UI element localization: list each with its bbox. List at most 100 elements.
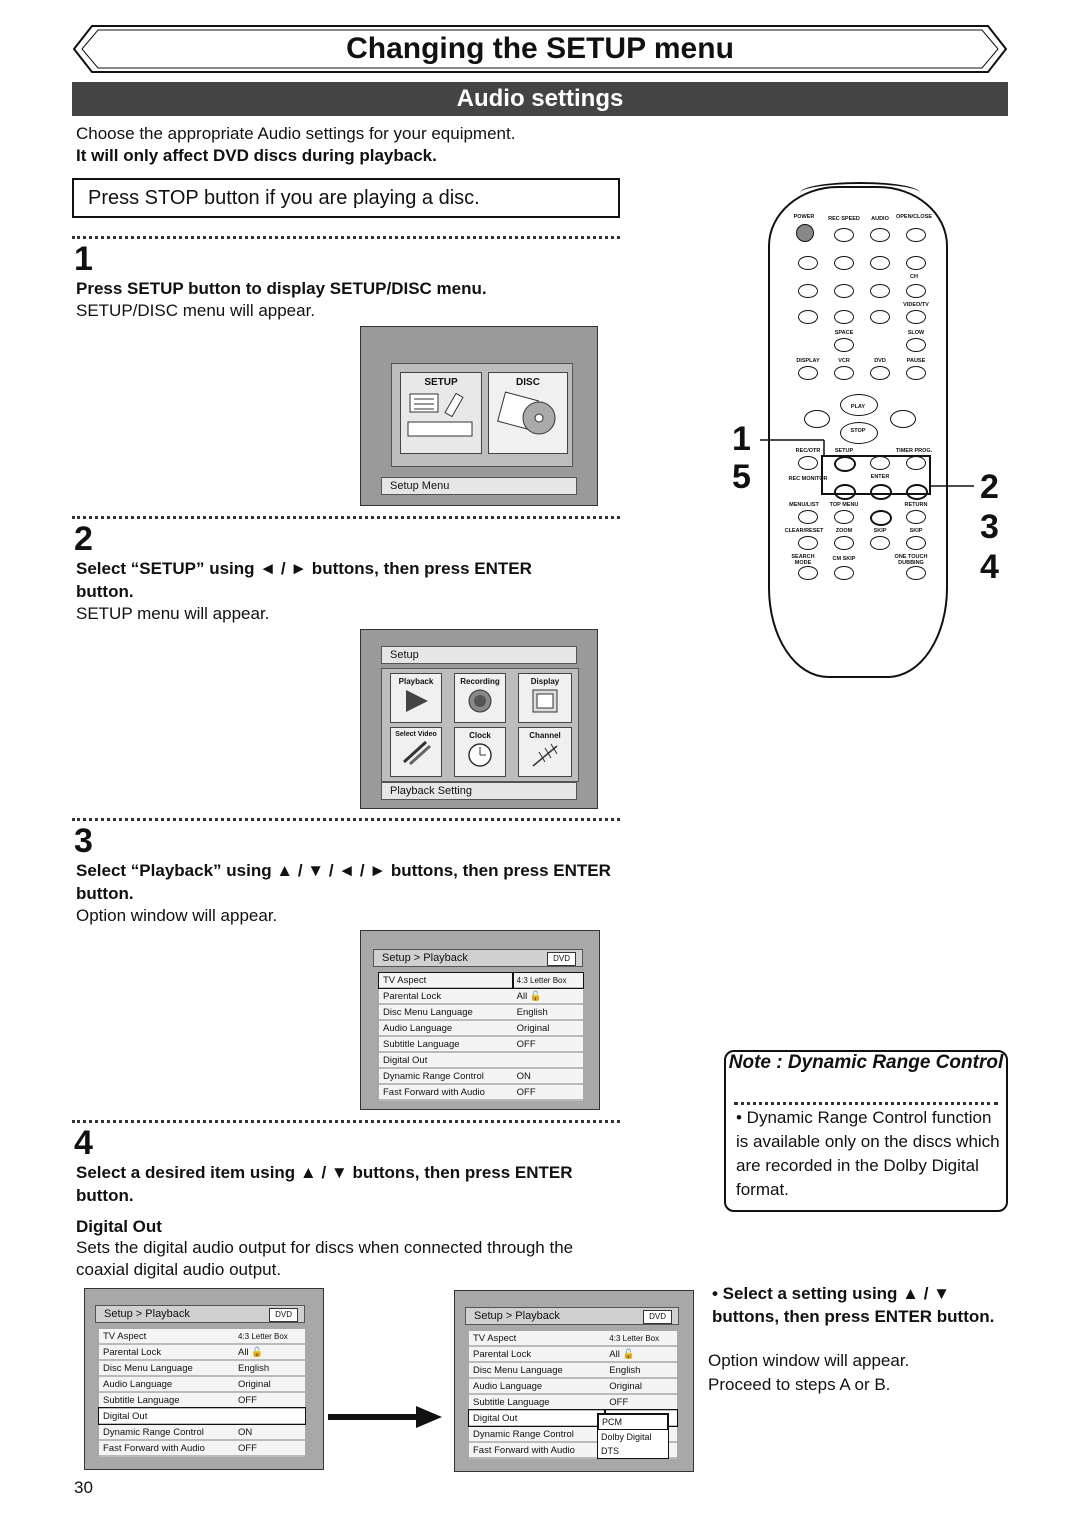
step-result: SETUP menu will appear. [76,604,270,623]
dubbing-button[interactable] [906,566,926,580]
fast-forward-button[interactable] [890,410,916,428]
top-menu-button[interactable] [834,510,854,524]
slow-button[interactable] [906,338,926,352]
dvd-button[interactable] [870,366,890,380]
down-button[interactable] [870,510,892,526]
left-button[interactable] [834,484,856,500]
popup-option[interactable]: DTS [601,1446,619,1456]
table-row[interactable]: Digital Out [379,1052,583,1068]
row-value: ON [237,1426,253,1438]
page-title: Changing the SETUP menu [346,32,734,65]
num-1-button[interactable] [798,256,818,270]
num-5-button[interactable] [834,284,854,298]
stop-button[interactable] [840,422,878,444]
num-4-button[interactable] [798,284,818,298]
num-9-button[interactable] [870,310,890,324]
audio-label: AUDIO [871,216,889,222]
search-mode-button[interactable] [798,566,818,580]
popup-option[interactable]: Dolby Digital [601,1432,652,1442]
divider [734,1102,998,1105]
pause-button[interactable] [906,366,926,380]
row-label: Digital Out [467,1409,607,1427]
play-button[interactable] [840,394,878,416]
intro-text: Choose the appropriate Audio settings fo… [76,124,516,143]
num-2-button[interactable] [834,256,854,270]
bullet-result: Option window will appear. [708,1351,910,1370]
ch-down-button[interactable] [906,284,926,298]
step-instruction: Press SETUP button to display SETUP/DISC… [76,279,487,298]
num-7-button[interactable] [798,310,818,324]
rec-speed-button[interactable] [834,228,854,242]
num-0-button[interactable] [834,338,854,352]
section-heading: Audio settings [72,82,1008,116]
right-button[interactable] [906,484,928,500]
num-3-button[interactable] [870,256,890,270]
open-close-button[interactable] [906,228,926,242]
num-6-button[interactable] [870,284,890,298]
clear-reset-button[interactable] [798,536,818,550]
menu-title-bar: Setup > Playback DVD [95,1305,305,1323]
video-tv-button[interactable] [906,310,926,324]
step-number: 3 [74,822,93,860]
play-icon [406,690,428,712]
display-button[interactable] [798,366,818,380]
select-video-tile: Select Video [390,727,442,777]
row-value: All 🔓 [513,988,583,1004]
skip-forward-button[interactable] [906,536,926,550]
page-number: 30 [74,1478,93,1497]
row-value: OFF [609,1396,629,1408]
row-value: OFF [237,1442,257,1454]
popup-option[interactable]: PCM [598,1414,668,1430]
ch-up-button[interactable] [906,256,926,270]
rec-otr-button[interactable] [798,456,818,470]
zoom-button[interactable] [834,536,854,550]
power-button[interactable] [796,224,814,242]
rewind-button[interactable] [804,410,830,428]
setup-menu-screen: Setup Playback Recording Display Select … [360,629,598,809]
cm-skip-button[interactable] [834,566,854,580]
skip-back-button[interactable] [870,536,890,550]
row-value: English [516,1006,548,1018]
callout-number: 3 [980,508,999,546]
dvd-badge: DVD [269,1308,298,1322]
zoom-label: ZOOM [835,528,853,534]
row-value [513,1052,583,1068]
row-label: Dynamic Range Control [473,1428,574,1440]
enter-button[interactable] [870,484,892,500]
step-instruction: Select “Playback” using ▲ / ▼ / ◄ / ► bu… [76,861,611,903]
audio-button[interactable] [870,228,890,242]
table-row[interactable]: Dynamic Range Control ON [99,1424,305,1440]
num-8-button[interactable] [834,310,854,324]
clock-tile: Clock [454,727,506,777]
vcr-button[interactable] [834,366,854,380]
setup-disc-screen: SETUP DISC Setup Menu [360,326,598,506]
dvd-badge: DVD [547,952,576,966]
table-row[interactable]: Digital Out [98,1407,306,1425]
rec-speed-label: REC SPEED [828,216,860,222]
divider [72,818,620,821]
row-label: Dynamic Range Control [103,1426,204,1438]
channel-tile: Channel [518,727,572,777]
menu-list-button[interactable] [798,510,818,524]
setup-tile: SETUP [400,372,482,454]
return-button[interactable] [906,510,926,524]
